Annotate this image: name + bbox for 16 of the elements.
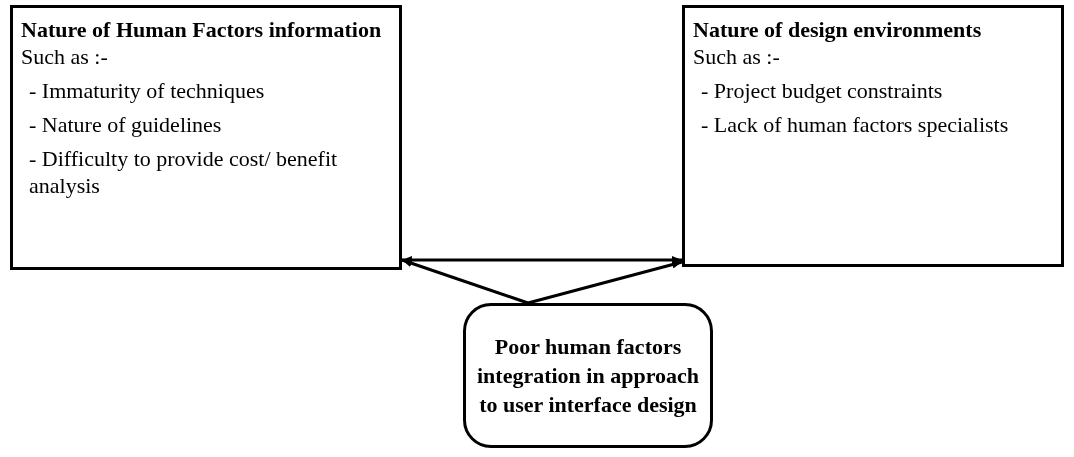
list-item: - Nature of guidelines — [28, 111, 223, 138]
list-item: - Project budget constraints — [700, 77, 944, 104]
intro-text: Such as :- — [693, 43, 781, 70]
list-item: - Difficulty to provide cost/ benefit analysis — [28, 145, 339, 199]
list-item: - Lack of human factors specialists — [700, 111, 1010, 138]
outcome-box — [463, 303, 713, 448]
arrow — [401, 258, 529, 305]
arrow — [402, 256, 682, 264]
box-heading: Nature of Human Factors information — [21, 16, 383, 43]
box-heading: Nature of design environments — [693, 16, 983, 43]
arrow — [527, 260, 683, 305]
outcome-text: Poor human factors integration in approach to user interface design — [475, 333, 701, 419]
list-item: - Immaturity of techniques — [28, 77, 266, 104]
factor-box — [10, 5, 402, 270]
intro-text: Such as :- — [21, 43, 109, 70]
factor-box — [682, 5, 1064, 267]
